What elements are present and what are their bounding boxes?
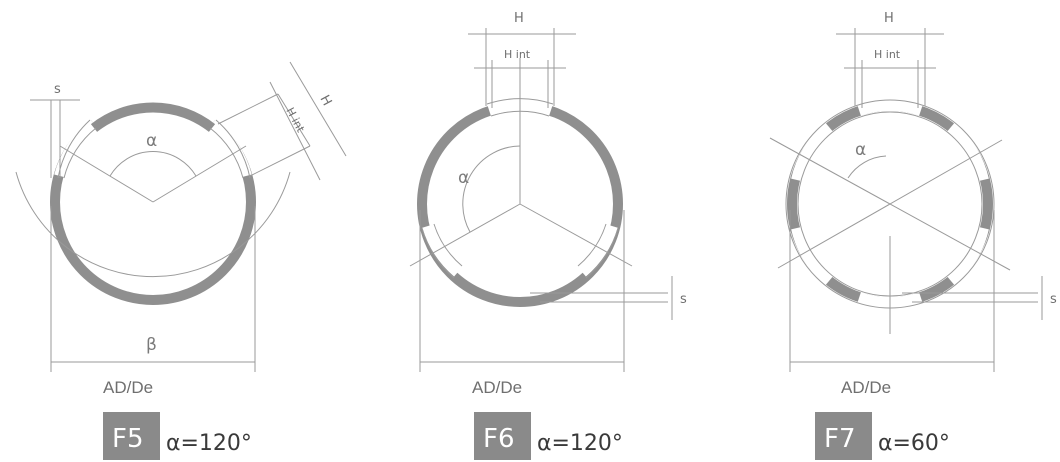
f6-s-label: s — [680, 292, 687, 307]
f7-code-box — [815, 412, 872, 460]
f7-ad-label: AD/De — [841, 378, 891, 397]
f5-code-box — [103, 412, 160, 460]
f6-code-box — [474, 412, 531, 460]
f7-alpha-symbol: α — [855, 140, 866, 160]
f7-code: F7 — [824, 424, 856, 454]
f6-ad-label: AD/De — [472, 378, 522, 397]
figure-f5: s H int H α β AD/De F5 α=120° — [15, 61, 347, 460]
figure-f7: H H int α s AD/De F7 α=60° — [769, 11, 1057, 460]
f5-alpha-symbol: α — [146, 131, 157, 151]
f6-h-label: H — [514, 11, 524, 26]
f5-drawing — [15, 61, 347, 372]
f7-h-label: H — [884, 11, 894, 26]
f7-drawing — [769, 28, 1043, 372]
f6-hint-label: H int — [504, 48, 531, 61]
f5-ad-label: AD/De — [103, 378, 153, 397]
f6-code: F6 — [483, 424, 515, 454]
f6-angle: α=120° — [537, 431, 623, 456]
f6-drawing — [409, 28, 673, 372]
f5-s-label: s — [54, 82, 61, 97]
f5-angle: α=120° — [166, 431, 252, 456]
f5-code: F5 — [112, 424, 144, 454]
f7-s-label: s — [1050, 292, 1057, 307]
f7-hint-label: H int — [874, 48, 901, 61]
f5-h-label: H — [316, 93, 334, 109]
figure-f6: H H int α s AD/De F6 α=120° — [409, 11, 687, 460]
f5-beta-symbol: β — [146, 335, 157, 355]
f5-hint-label: H int — [283, 105, 307, 135]
f7-angle: α=60° — [878, 431, 950, 456]
f6-alpha-symbol: α — [458, 168, 469, 188]
